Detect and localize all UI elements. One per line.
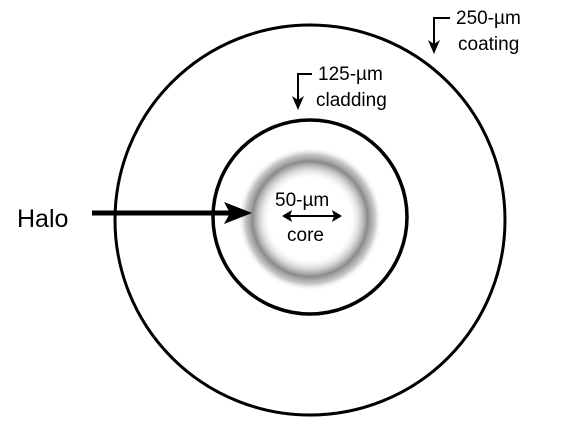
coating-label-line2: coating xyxy=(458,34,519,55)
halo-label: Halo xyxy=(17,205,68,233)
core-label-line1: 50-µm xyxy=(275,190,329,211)
coating-pointer-arrow xyxy=(428,17,450,54)
core-label-line2: core xyxy=(287,225,324,246)
cladding-label-line2: cladding xyxy=(316,90,387,111)
halo-pointer-arrow xyxy=(92,202,252,224)
core-diameter-arrow xyxy=(282,210,342,222)
coating-circle xyxy=(113,23,507,417)
cladding-pointer-arrow xyxy=(292,73,312,110)
cladding-label-line1: 125-µm xyxy=(318,64,383,85)
halo-ring xyxy=(238,147,382,291)
coating-label-line1: 250-µm xyxy=(456,8,521,29)
cladding-circle xyxy=(211,118,409,316)
